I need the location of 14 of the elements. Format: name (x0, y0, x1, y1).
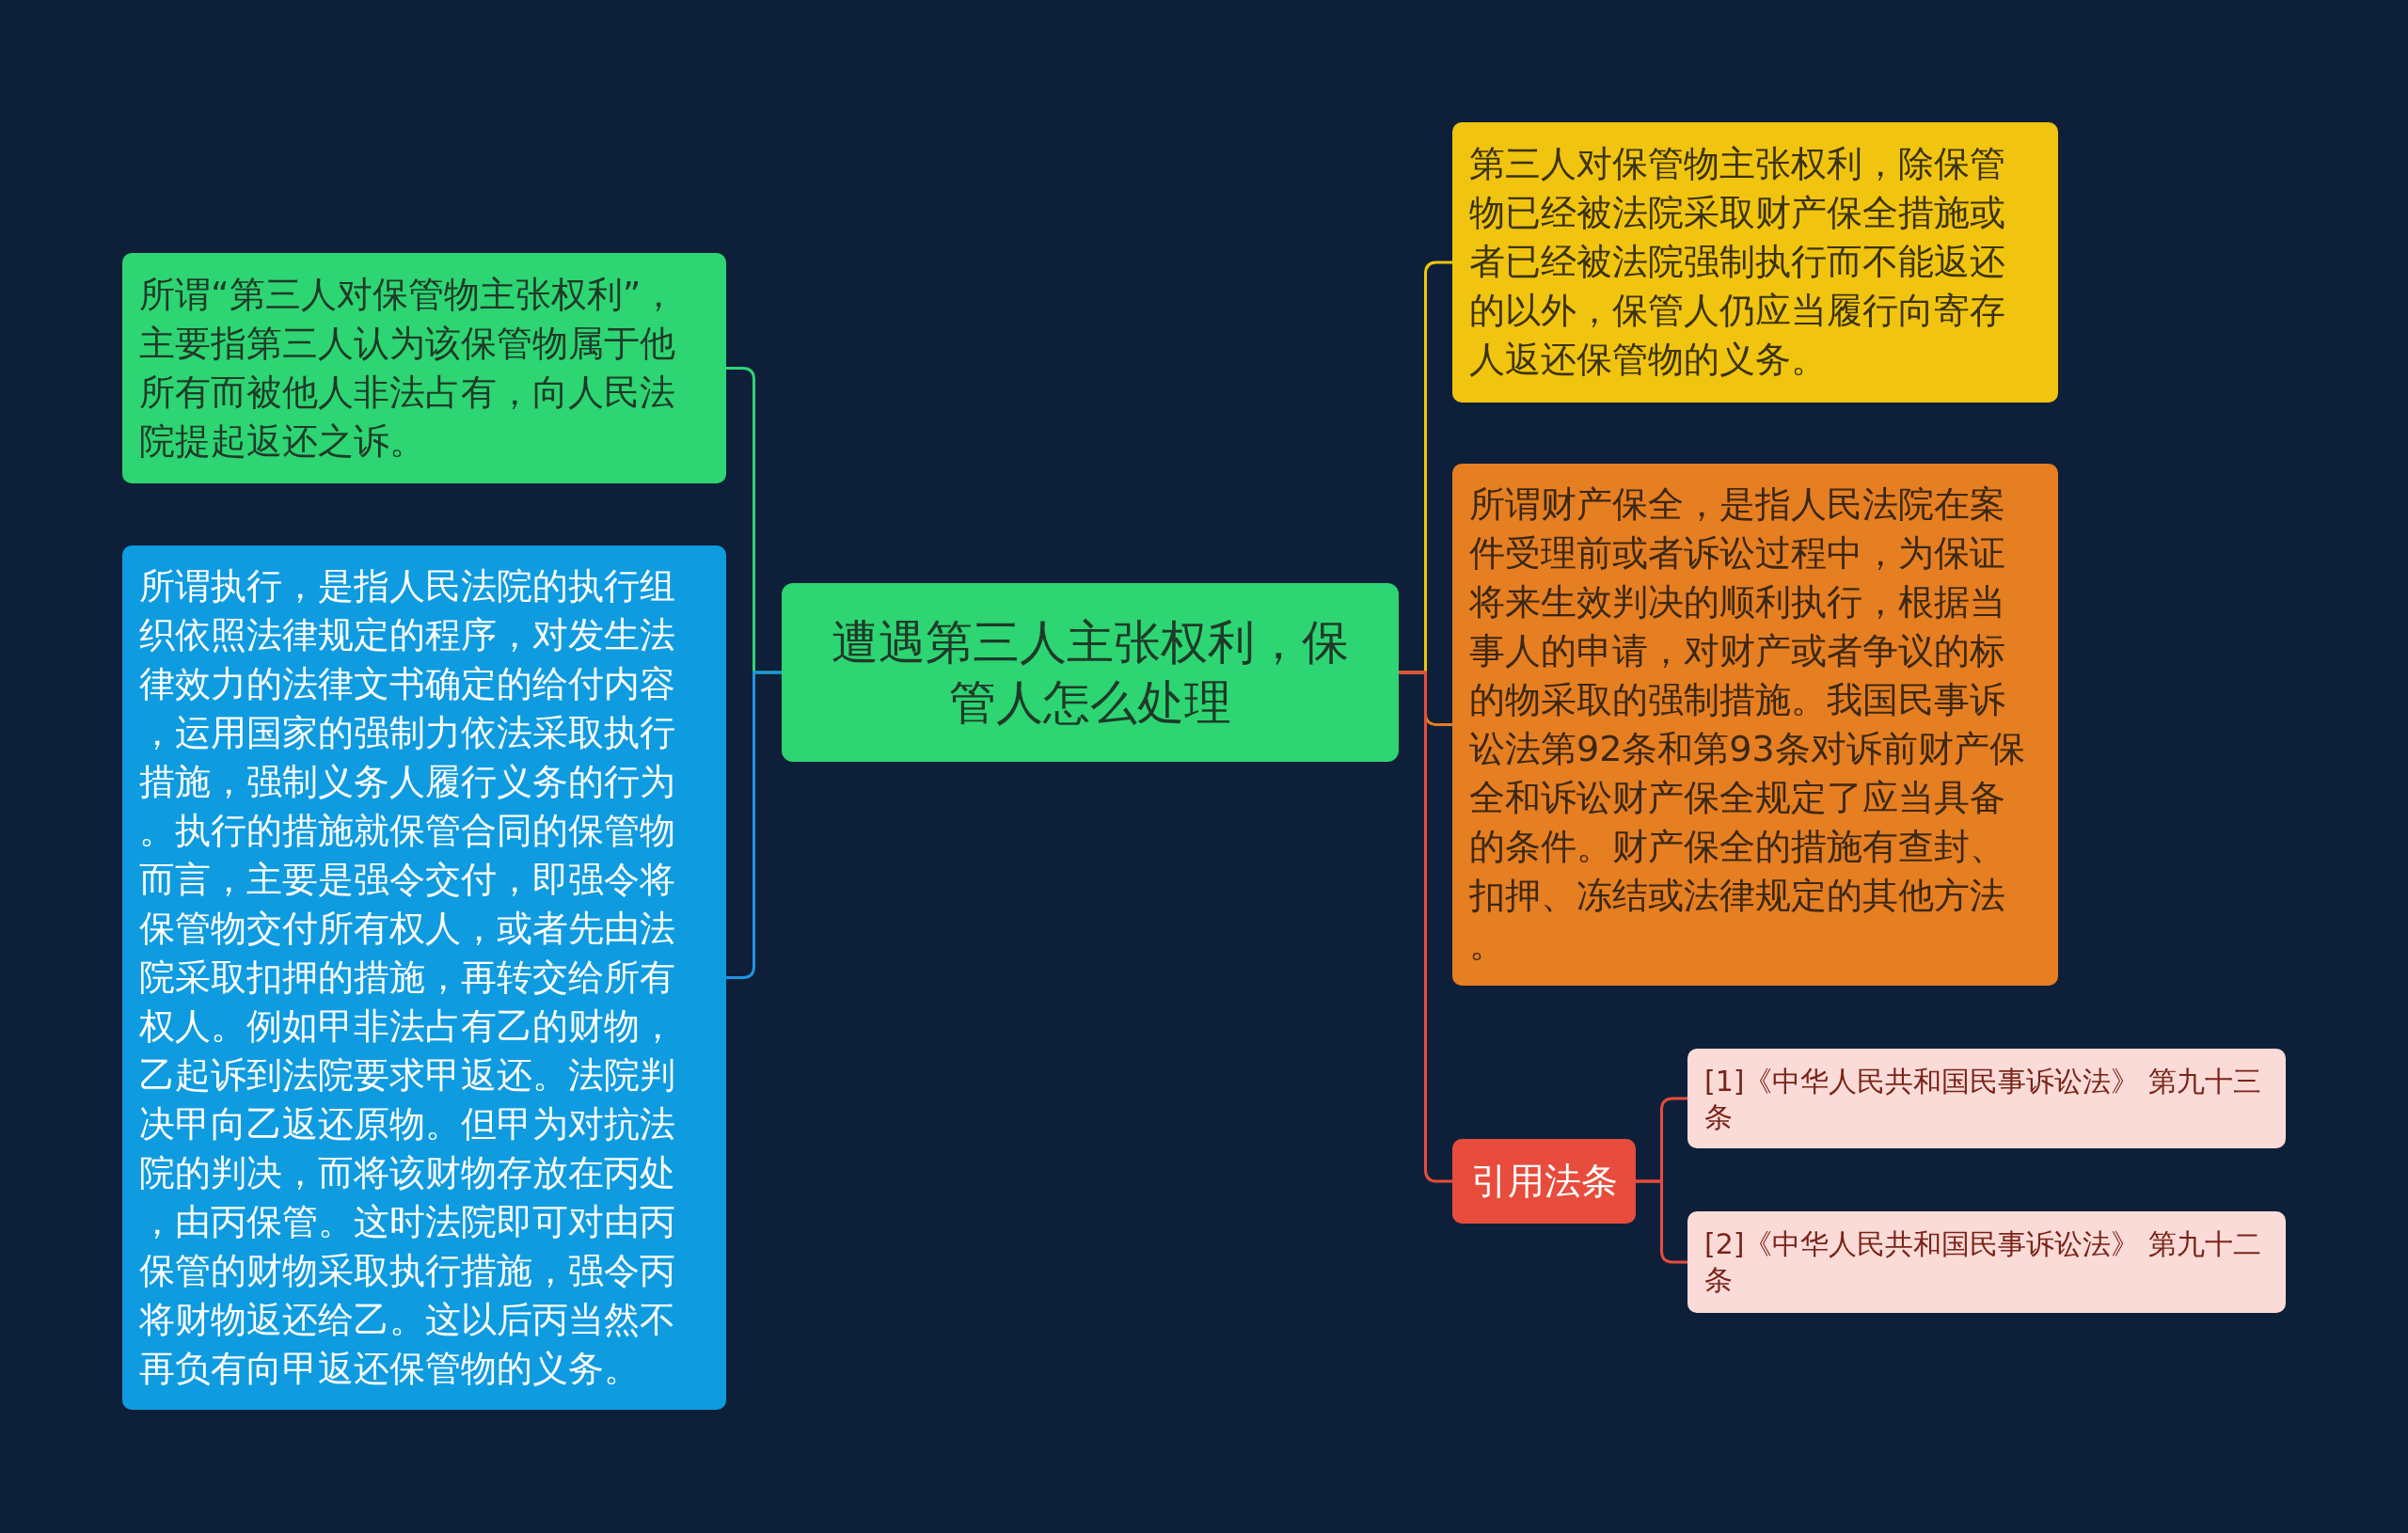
central-topic-box (782, 583, 1399, 762)
reference-box (1687, 1049, 2286, 1148)
reference-box (1687, 1211, 2286, 1313)
note-box (1452, 122, 2058, 403)
note-text: 第三人对保管物主张权利，除保管物已经被法院采取财产保全措施或者已经被法院强制执行而不能返还的以外，保管人仍应当履行向寄存人返还保管物的义务。 (1469, 142, 2006, 382)
note-box (122, 253, 726, 483)
note-text: 所谓“第三人对保管物主张权利”，主要指第三人认为该保管物属于他所有而被他人非法占有，向人民法院提起返还之诉。 (139, 273, 678, 464)
note-text: 所谓财产保全，是指人民法院在案件受理前或者诉讼过程中，为保证将来生效判决的顺利执行，根据当事人的申请，对财产或者争议的标的物采取的强制措施。我国民事诉讼法第92条和第93条对诉前财产保全和诉讼财产保全规定了应当具备的条件。财产保全的措施有查封、扣押、冻结或法律规定的其他方法。 (1469, 482, 2026, 967)
branch-box (1452, 1139, 1636, 1224)
reference-text: [1]《中华人民共和国民事诉讼法》 第九十三条 (1704, 1064, 2263, 1135)
reference-text: [2]《中华人民共和国民事诉讼法》 第九十二条 (1704, 1226, 2263, 1298)
note-text: 所谓执行，是指人民法院的执行组织依照法律规定的程序，对发生法律效力的法律文书确定的给付内容，运用国家的强制力依法采取执行措施，强制义务人履行义务的行为。执行的措施就保管合同的保管物而言，主要是强令交付，即强令将保管物交付所有权人，或者先由法院采取扣押的措施，再转交给所有权人。例如甲非法占有乙的财物，乙起诉到法院要求甲返还。法院判决甲向乙返还原物。但甲为对抗法院的判决，而将该财物存放在丙处，由丙保管。这时法院即可对由丙保管的财物采取执行措施，强令丙将财物返还给乙。这以后丙当然不再负有向甲返还保管物的义务。 (139, 564, 676, 1391)
topic-text: 遭遇第三人主张权利，保管人怎么处理 (831, 614, 1350, 732)
branch-text: 引用法条 (1470, 1159, 1618, 1204)
